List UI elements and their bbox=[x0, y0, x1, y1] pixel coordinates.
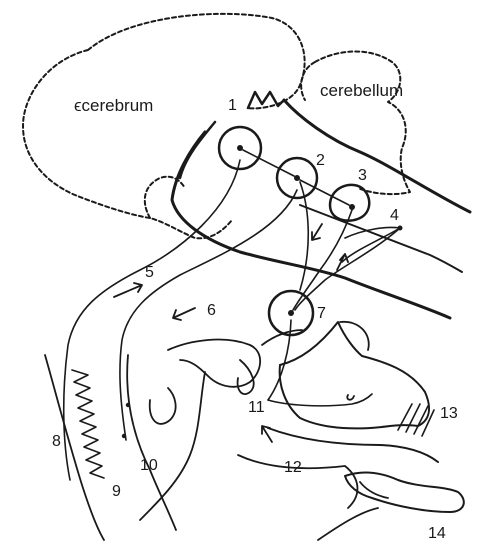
throat-wall-inner bbox=[127, 355, 176, 530]
nucleus-1-dot bbox=[237, 145, 243, 151]
number-7: 7 bbox=[317, 305, 326, 322]
number-8: 8 bbox=[52, 433, 61, 450]
dot-10a bbox=[122, 434, 126, 438]
arrow-6 bbox=[173, 308, 195, 320]
number-3: 3 bbox=[358, 167, 367, 184]
number-14: 14 bbox=[428, 525, 446, 542]
brainstem-upper-band bbox=[284, 100, 470, 212]
nucleus-2-dot bbox=[294, 175, 300, 181]
tongue-upper bbox=[280, 322, 429, 426]
number-9: 9 bbox=[112, 483, 121, 500]
uvula bbox=[238, 360, 254, 394]
lip-curve bbox=[318, 508, 378, 540]
label-cerebellum: cerebellum bbox=[320, 81, 403, 100]
epiglottis bbox=[150, 388, 176, 424]
number-11: 11 bbox=[248, 399, 265, 416]
dot-10b bbox=[126, 403, 130, 407]
fibre-2-to-3 bbox=[300, 180, 349, 205]
number-1: 1 bbox=[228, 97, 237, 114]
number-6: 6 bbox=[207, 302, 216, 319]
vocal-cords-zigzag bbox=[72, 370, 104, 478]
number-13: 13 bbox=[440, 405, 458, 422]
cerebrum-outline bbox=[23, 14, 305, 238]
brainstem-left-edge bbox=[180, 122, 215, 178]
mouth-floor bbox=[268, 428, 438, 462]
number-2: 2 bbox=[316, 152, 325, 169]
soft-palate bbox=[168, 340, 260, 387]
tongue-tip bbox=[345, 473, 464, 512]
tongue-lower bbox=[280, 365, 418, 428]
brainstem-zigzag bbox=[248, 92, 284, 108]
fibre-1-to-2 bbox=[243, 150, 294, 176]
number-5: 5 bbox=[145, 264, 154, 281]
nucleus-3-dot bbox=[349, 204, 355, 210]
arrow-5 bbox=[114, 283, 142, 297]
nerve-5-fibre bbox=[64, 160, 240, 480]
brainstem-lower-band bbox=[172, 132, 450, 318]
arrow-2-down bbox=[312, 224, 322, 240]
nucleus-7-dot bbox=[288, 310, 294, 316]
number-4: 4 bbox=[390, 207, 399, 224]
number-12: 12 bbox=[284, 459, 302, 476]
label-cerebrum: ϵcerebrum bbox=[74, 96, 153, 115]
number-10: 10 bbox=[140, 457, 158, 474]
